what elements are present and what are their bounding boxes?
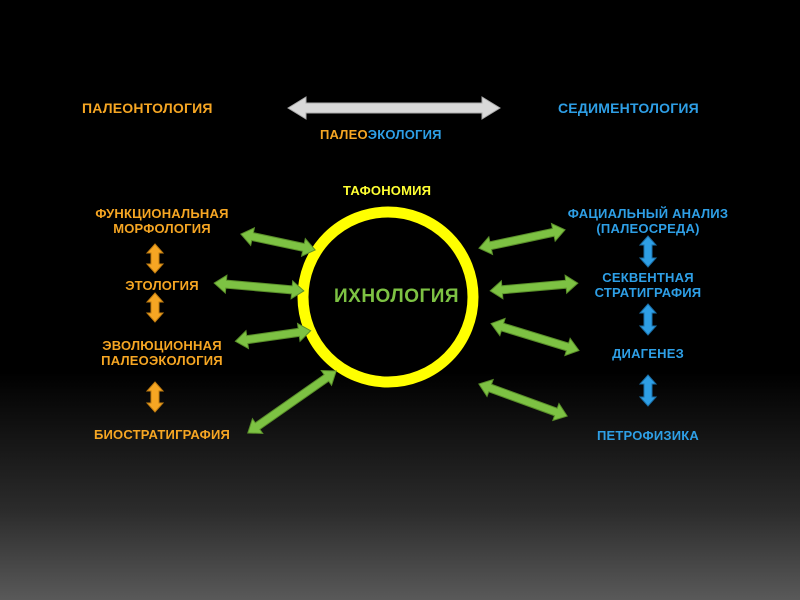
- right-item-petrophysics: ПЕТРОФИЗИКА: [596, 428, 700, 443]
- right-vertical-arrows: [638, 235, 658, 407]
- paleontology-label: ПАЛЕОНТОЛОГИЯ: [82, 100, 213, 116]
- blue-arrow-2: [638, 303, 658, 336]
- green-arrow-biostratigraphy: [247, 370, 337, 434]
- green-arrow-diagenesis: [490, 317, 580, 357]
- green-arrow-ethology: [213, 274, 305, 300]
- paleontology-sedimentology-arrow: [287, 96, 501, 120]
- paleoecology-label: ПАЛЕОЭКОЛОГИЯ: [320, 127, 442, 142]
- green-arrow-sequence-stratigraphy: [489, 274, 579, 300]
- orange-arrow-2: [145, 292, 165, 323]
- left-vertical-arrows: [145, 243, 165, 413]
- green-arrow-functional-morphology: [240, 226, 316, 258]
- green-arrow-evolutionary-paleoecology: [234, 322, 312, 350]
- right-connector-arrows: [478, 222, 580, 422]
- right-item-facies-analysis: ФАЦИАЛЬНЫЙ АНАЛИЗ (ПАЛЕОСРЕДА): [567, 206, 729, 236]
- left-item-evolutionary-paleoecology: ЭВОЛЮЦИОННАЯ ПАЛЕОЭКОЛОГИЯ: [101, 338, 223, 368]
- blue-arrow-1: [638, 235, 658, 268]
- paleoecology-prefix: ПАЛЕО: [320, 127, 368, 142]
- left-item-functional-morphology: ФУНКЦИОНАЛЬНАЯ МОРФОЛОГИЯ: [95, 206, 229, 236]
- ichnology-label: ИХНОЛОГИЯ: [334, 286, 460, 307]
- sedimentology-label: СЕДИМЕНТОЛОГИЯ: [558, 100, 699, 116]
- right-item-diagenesis: ДИАГЕНЕЗ: [612, 346, 684, 361]
- ichnology-ring: [297, 206, 479, 388]
- orange-arrow-3: [145, 381, 165, 413]
- left-item-biostratigraphy: БИОСТРАТИГРАФИЯ: [93, 427, 231, 442]
- left-item-ethology: ЭТОЛОГИЯ: [125, 278, 199, 293]
- green-arrow-petrophysics: [478, 378, 568, 422]
- taphonomy-label: ТАФОНОМИЯ: [343, 183, 432, 198]
- paleoecology-suffix: ЭКОЛОГИЯ: [367, 127, 442, 142]
- green-arrow-facies-analysis: [478, 222, 566, 256]
- blue-arrow-3: [638, 374, 658, 407]
- left-connector-arrows: [213, 226, 337, 434]
- orange-arrow-1: [145, 243, 165, 274]
- right-item-sequence-stratigraphy: СЕКВЕНТНАЯ СТРАТИГРАФИЯ: [594, 270, 702, 300]
